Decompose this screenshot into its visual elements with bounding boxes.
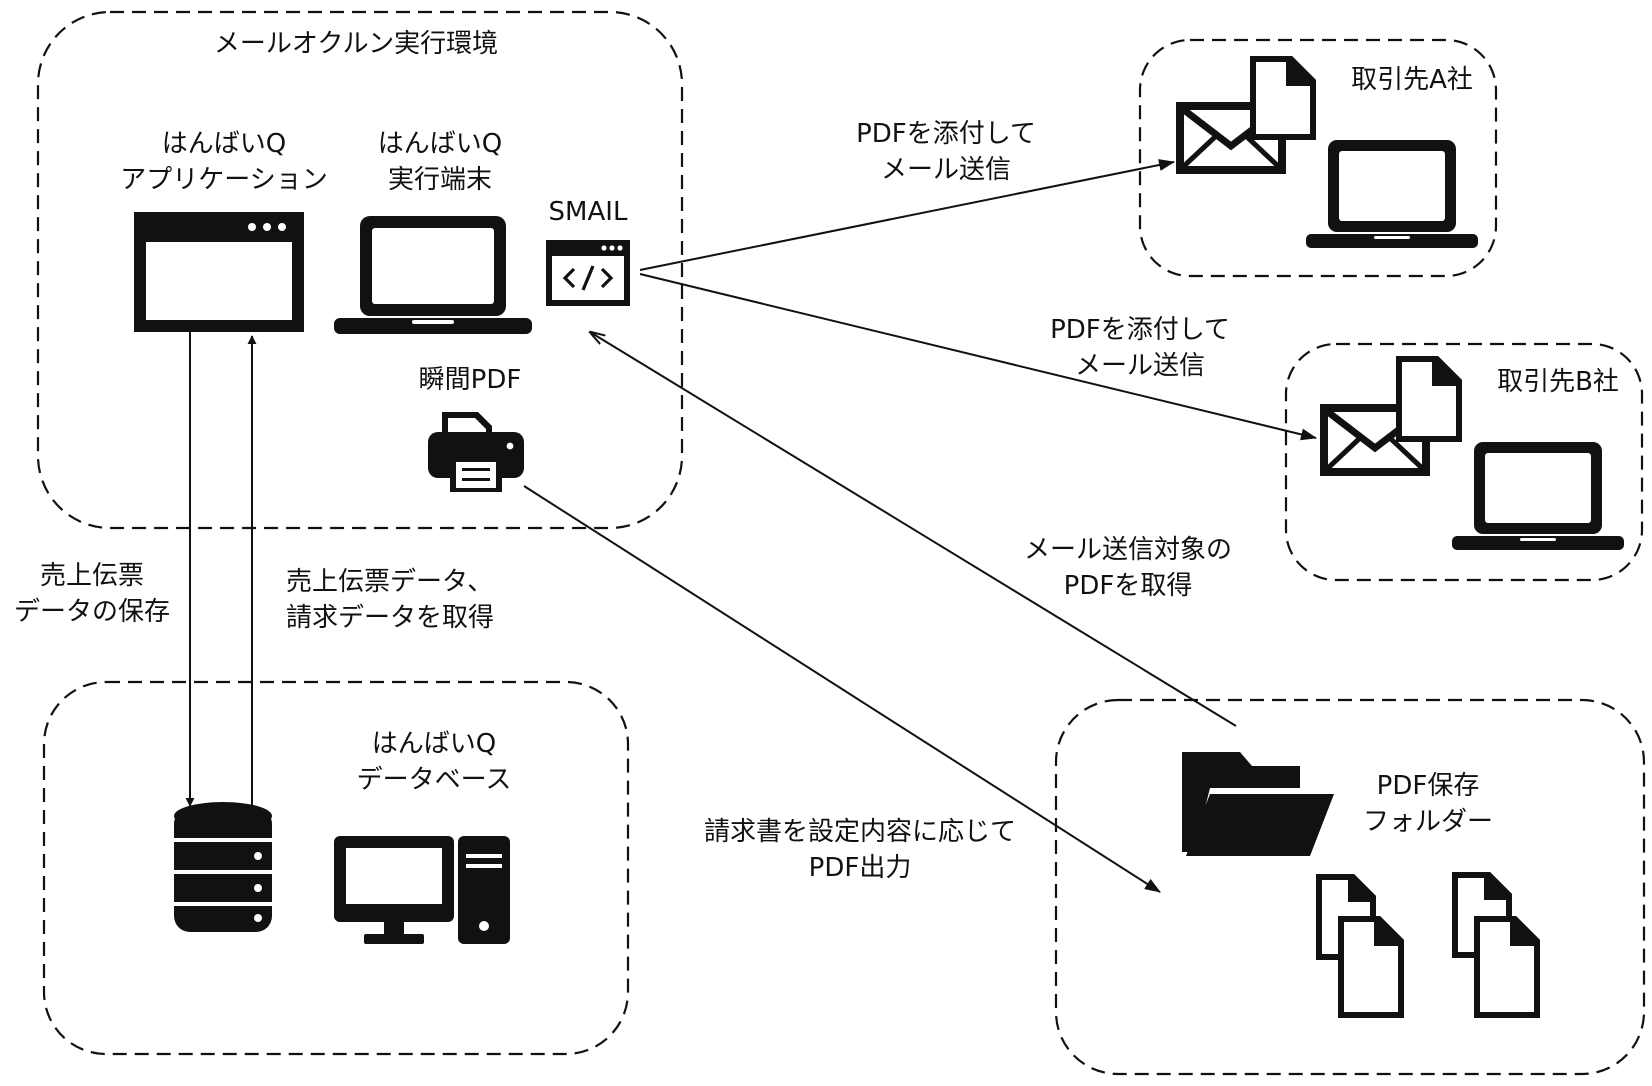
laptop-icon [1306,140,1478,248]
fetch-edge-label-line1: 売上伝票データ、 [286,567,493,597]
terminal-label-line1: はんばいQ [378,129,502,159]
shunkan-pdf-label: 瞬間PDF [419,365,522,395]
database-icon [174,802,272,932]
get-pdf-arrow [590,332,1237,727]
send-b-edge-label-line1: PDFを添付して [1050,315,1230,345]
database-label-line2: データベース [357,765,512,795]
document-icon [1452,872,1540,1018]
partner-a-frame [1138,38,1498,278]
partner-b-title: 取引先B社 [1497,367,1619,397]
get-pdf-edge-label-line1: メール送信対象の [1024,535,1232,565]
output-pdf-arrow [523,485,1161,893]
code-window-icon [546,240,630,306]
desktop-computer-icon [334,836,510,944]
app-label-line1: はんばいQ [162,129,286,159]
save-edge-label-line1: 売上伝票 [40,561,144,591]
output-pdf-edge-label-line2: PDF出力 [809,853,912,883]
document-icon [1396,356,1462,442]
pdf-folder-env-frame [1054,698,1646,1076]
database-env-frame [42,680,630,1056]
browser-window-icon [134,212,304,332]
laptop-icon [1452,442,1624,550]
save-edge-label-line2: データの保存 [14,597,170,627]
laptop-icon [334,216,532,334]
printer-icon [428,412,524,492]
smail-label: SMAIL [549,197,628,227]
partner-a-title: 取引先A社 [1351,65,1473,95]
mail-env-title: メールオクルン実行環境 [214,29,498,59]
send-b-edge-label-line2: メール送信 [1075,351,1205,381]
send-b-arrow [639,273,1317,441]
document-icon [1250,56,1316,140]
send-a-edge-label-line2: メール送信 [881,155,1011,185]
send-a-edge-label-line1: PDFを添付して [856,119,1036,149]
database-label-line1: はんばいQ [372,729,496,759]
output-pdf-edge-label-line1: 請求書を設定内容に応じて [704,817,1016,847]
document-icon [1316,874,1404,1018]
send-a-arrow [639,159,1175,271]
get-pdf-edge-label-line2: PDFを取得 [1064,571,1193,601]
app-label-line2: アプリケーション [120,165,327,195]
terminal-label-line2: 実行端末 [388,165,492,195]
pdf-folder-label-line1: PDF保存 [1377,771,1480,801]
partner-b-frame [1284,342,1644,582]
open-folder-icon [1182,752,1334,856]
mail-env-frame [36,10,684,530]
fetch-edge-label-line2: 請求データを取得 [286,603,494,633]
pdf-folder-label-line2: フォルダー [1363,807,1493,837]
